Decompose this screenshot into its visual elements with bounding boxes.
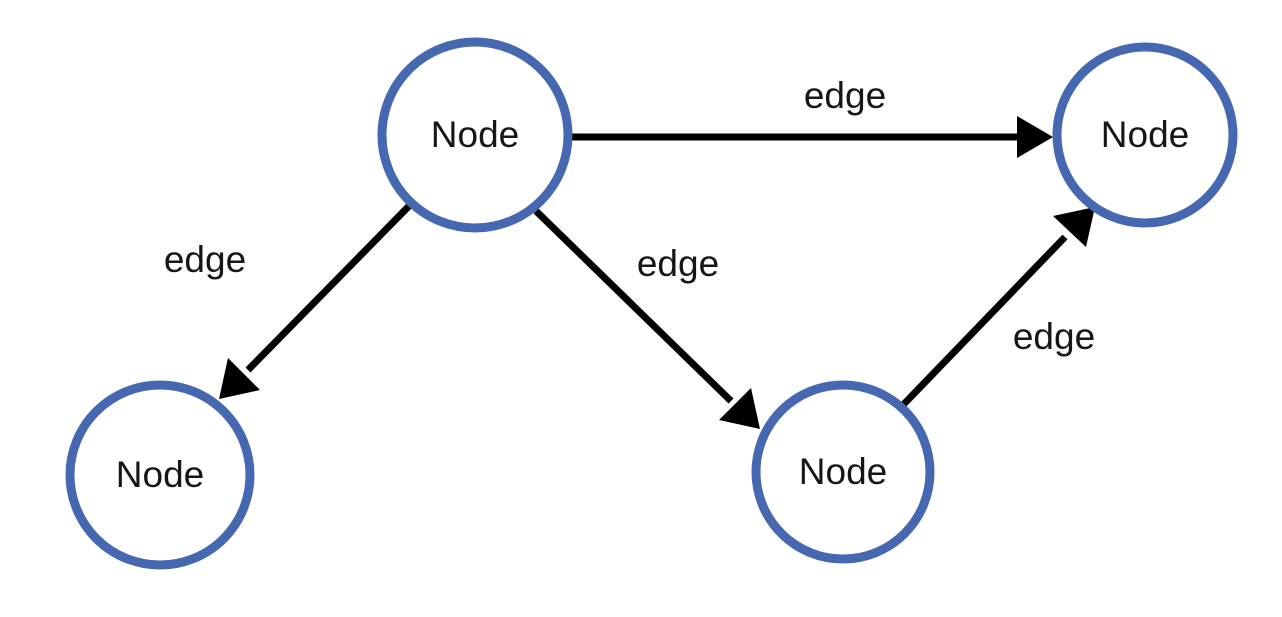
node-bottom-left[interactable]: Node [65,380,255,570]
edge-top-to-bottom-right[interactable]: edge [533,208,760,429]
node-right-circle [1052,42,1238,228]
edge-top-to-bottom-right-line [533,208,734,404]
edge-bottom-right-to-right-line [900,234,1068,408]
edge-bottom-right-to-right-arrowhead [1053,207,1095,247]
node-bottom-right-label: Node [799,451,887,492]
node-top[interactable]: Node [377,37,573,233]
node-bottom-left-circle [65,380,255,570]
edge-top-to-bottom-right-arrowhead [719,388,760,429]
node-right-label: Node [1101,114,1189,155]
node-top-circle [377,37,573,233]
edge-bottom-right-to-right[interactable]: edge [900,207,1095,408]
node-bottom-left-label: Node [116,454,204,495]
node-top-label: Node [431,114,519,155]
edge-top-to-bottom-right-label: edge [637,243,719,284]
edge-top-to-right[interactable]: edge [566,75,1053,158]
node-right[interactable]: Node [1052,42,1238,228]
edge-top-to-bottom-left-label: edge [164,239,246,280]
node-bottom-right[interactable]: Node [751,380,935,564]
edge-top-to-bottom-left-arrowhead [219,358,260,399]
edge-top-to-bottom-left[interactable]: edge [164,203,412,399]
node-bottom-right-circle [751,380,935,564]
edge-top-to-right-arrowhead [1017,116,1053,158]
edge-bottom-right-to-right-label: edge [1013,316,1095,357]
edge-top-to-right-label: edge [804,75,886,116]
edge-top-to-bottom-left-line [245,203,412,373]
